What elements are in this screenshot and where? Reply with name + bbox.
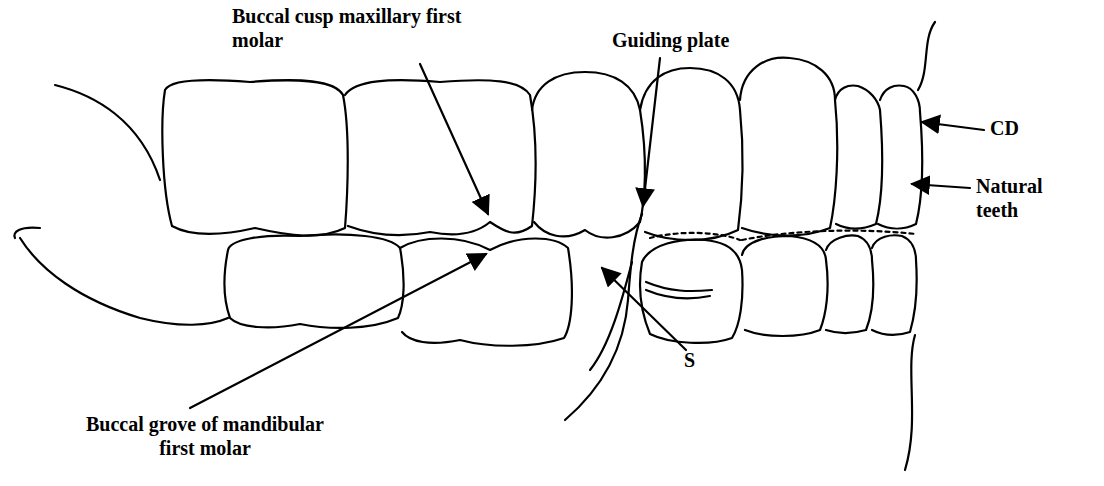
part-label: Natural teeth — [976, 174, 1076, 222]
part-label: CD — [990, 116, 1050, 140]
part-label: Guiding plate — [612, 28, 792, 52]
callout-letter: S — [684, 348, 714, 372]
part-label: Buccal grove of mandibular first molar — [70, 412, 340, 460]
part-label: Buccal cusp maxillary first molar — [232, 4, 462, 52]
